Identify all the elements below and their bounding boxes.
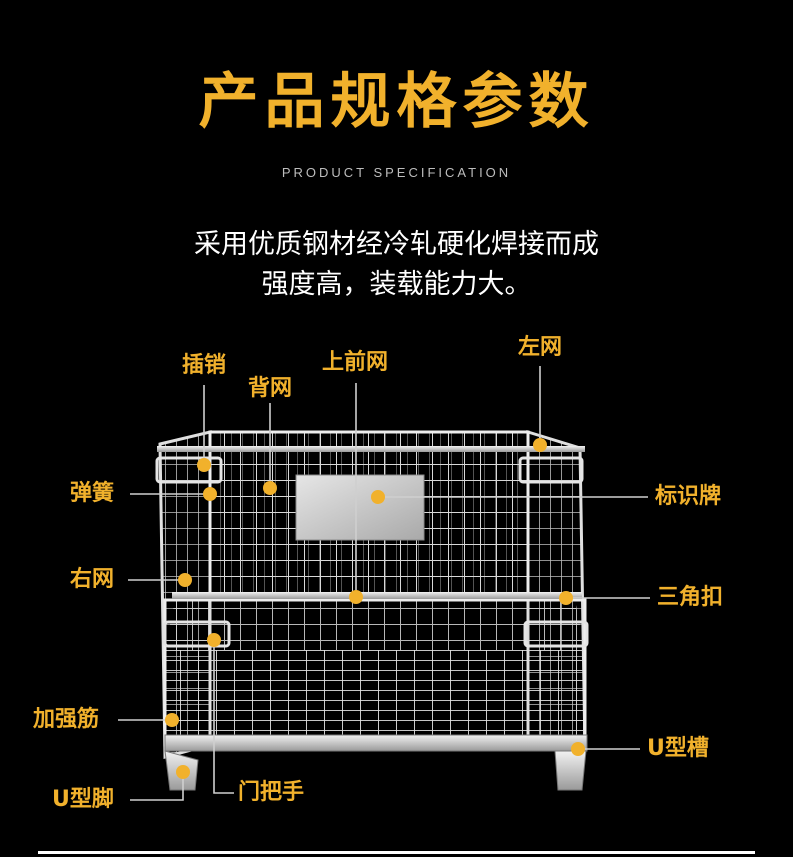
floor-mesh-panel [163,598,587,747]
label-top-front-mesh: 上前网 [322,350,389,375]
right-top-handle [518,456,584,484]
id-plate [295,474,425,541]
top-rim [157,446,585,452]
label-spring: 弹簧 [70,481,115,506]
label-door-handle: 门把手 [238,780,305,805]
right-lower-handle [523,620,589,648]
description-line-1: 采用优质钢材经冷轧硬化焊接而成 [194,229,599,260]
page-subtitle: PRODUCT SPECIFICATION [281,165,512,180]
label-right-mesh: 右网 [70,567,115,592]
label-u-foot: U型脚 [52,787,114,812]
label-u-channel: U型槽 [647,736,709,761]
u-channel-base [164,734,588,752]
label-insert-pin: 插销 [182,353,227,378]
bottom-divider [38,851,755,854]
label-left-mesh: 左网 [518,335,563,360]
label-reinforcing-rib: 加强筋 [33,707,100,732]
label-id-plate: 标识牌 [655,484,722,509]
left-lower-handle [163,620,231,648]
label-back-mesh: 背网 [248,376,293,401]
marker-dots [165,438,585,779]
label-triangle-buckle: 三角扣 [657,585,724,610]
left-top-handle [155,456,223,484]
description-line-2: 强度高，装载能力大。 [261,269,532,300]
middle-rail [172,592,582,599]
leader-lines [118,366,650,801]
page-title: 产品规格参数 [198,67,595,137]
u-foot-right [554,750,587,791]
